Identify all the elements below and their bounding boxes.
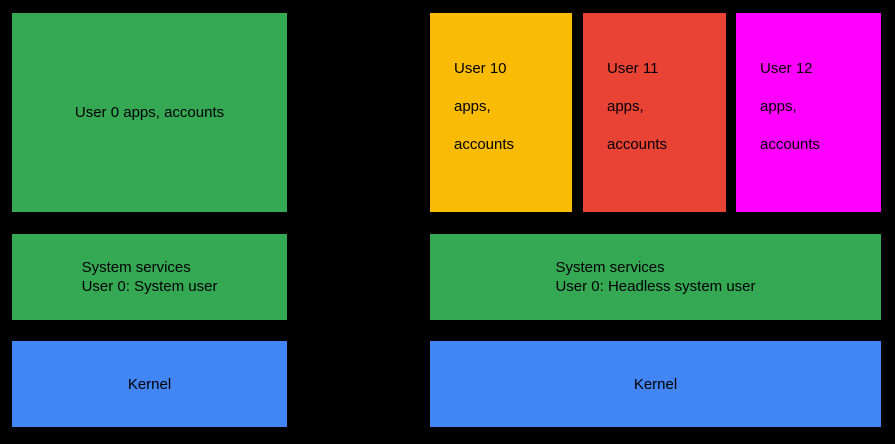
right-user10-apps-line3: accounts [454, 136, 515, 153]
right-user11-apps-line1: User 11 [607, 60, 659, 77]
right-user11-apps-line2: apps, [607, 98, 644, 115]
right-user10-apps-line1: User 10 [454, 60, 507, 77]
right-user10-apps-box: User 10 apps, accounts [430, 13, 572, 212]
left-system-services-label: System services User 0: System user [81, 259, 218, 295]
right-user12-apps-line1: User 12 [760, 60, 813, 77]
left-kernel-label: Kernel [127, 375, 172, 393]
left-user0-apps-label: User 0 apps, accounts [74, 104, 225, 121]
right-user12-apps-box: User 12 apps, accounts [736, 13, 881, 212]
left-system-services-box: System services User 0: System user [12, 234, 287, 320]
right-user12-apps-line3: accounts [760, 136, 821, 153]
left-kernel-box: Kernel [12, 341, 287, 427]
left-user0-apps-box: User 0 apps, accounts [12, 13, 287, 212]
right-user11-apps-line3: accounts [607, 136, 668, 153]
right-system-services-label: System services User 0: Headless system … [555, 259, 756, 295]
right-kernel-box: Kernel [430, 341, 881, 427]
right-user10-apps-line2: apps, [454, 98, 491, 115]
right-user11-apps-box: User 11 apps, accounts [583, 13, 726, 212]
right-system-services-box: System services User 0: Headless system … [430, 234, 881, 320]
right-kernel-label: Kernel [633, 375, 678, 393]
right-user12-apps-line2: apps, [760, 98, 797, 115]
